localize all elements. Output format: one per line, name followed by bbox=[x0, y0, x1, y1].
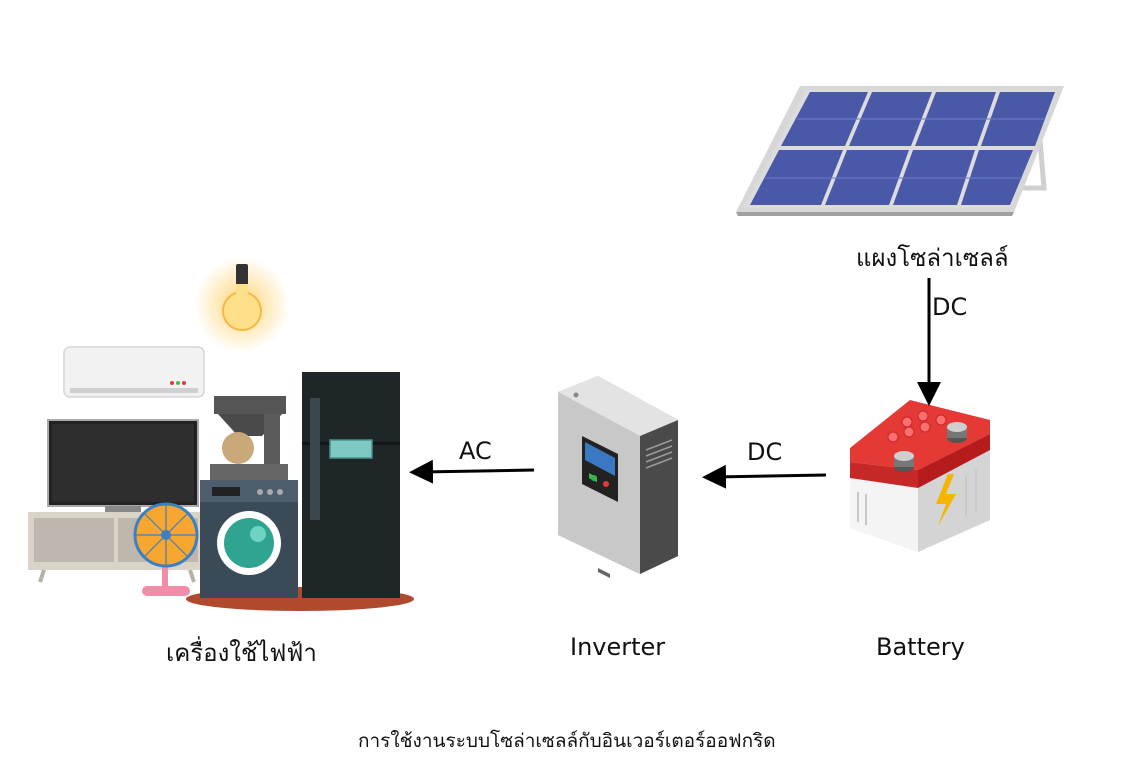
coffee-maker-icon bbox=[210, 396, 288, 480]
inverter-label: Inverter bbox=[570, 633, 666, 661]
washing-machine-icon bbox=[200, 480, 298, 598]
edge-label-panel-to-battery: DC bbox=[932, 293, 968, 321]
refrigerator-icon bbox=[302, 372, 400, 598]
battery-terminal-right bbox=[947, 422, 967, 443]
arrow-inverter-to-appliances bbox=[409, 459, 535, 484]
battery-terminal-left bbox=[894, 451, 914, 472]
diagram-caption: การใช้งานระบบโซล่าเซลล์กับอินเวอร์เตอร์อ… bbox=[358, 730, 776, 752]
solar-panel-label: แผงโซล่าเซลล์ bbox=[856, 244, 1009, 272]
edge-label-inverter-to-appliances: AC bbox=[459, 437, 492, 465]
inverter-icon bbox=[558, 376, 678, 578]
battery-icon bbox=[850, 400, 990, 552]
air-conditioner-icon bbox=[63, 346, 205, 398]
appliances-label: เครื่องใช้ไฟฟ้า bbox=[166, 639, 317, 667]
fan-icon bbox=[133, 502, 199, 596]
battery-label: Battery bbox=[876, 633, 965, 661]
solar-panel-icon bbox=[736, 86, 1064, 216]
lightning-bolt-icon bbox=[936, 474, 956, 526]
arrow-battery-to-inverter bbox=[702, 464, 827, 489]
light-bulb-icon bbox=[194, 257, 290, 353]
edge-label-battery-to-inverter: DC bbox=[747, 438, 783, 466]
